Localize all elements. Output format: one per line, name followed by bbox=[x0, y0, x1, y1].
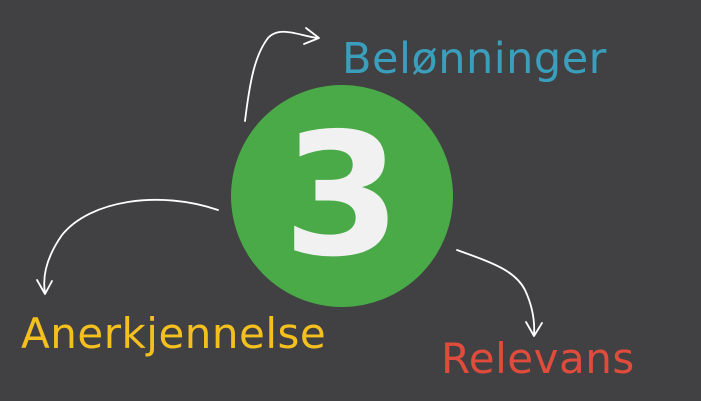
center-circle: 3 bbox=[231, 85, 453, 307]
arrow-right bbox=[456, 249, 543, 337]
arrow-left bbox=[36, 198, 219, 295]
label-anerkjennelse: Anerkjennelse bbox=[21, 309, 327, 358]
label-relevans: Relevans bbox=[441, 334, 635, 383]
center-number: 3 bbox=[282, 97, 402, 295]
arrow-top bbox=[244, 27, 320, 122]
label-belonninger: Belønninger bbox=[342, 34, 607, 84]
